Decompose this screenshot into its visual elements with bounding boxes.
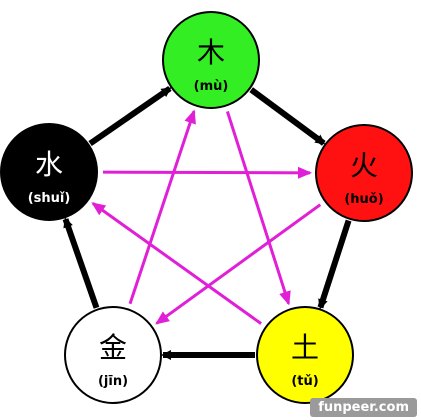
element-circle-water: [0, 123, 98, 221]
element-nodes: 木 (mù) 火 (huǒ) 土 (tǔ) 金 (jīn) 水 (shuǐ): [0, 11, 413, 404]
element-circle-fire: [315, 124, 413, 222]
element-node-water: 水 (shuǐ): [0, 123, 98, 221]
element-node-metal: 金 (jīn): [64, 306, 162, 404]
element-character-wood: 木: [197, 36, 225, 69]
element-pinyin-fire: (huǒ): [344, 192, 383, 207]
element-character-metal: 金: [99, 331, 127, 364]
generating-arrow-wood-fire: [249, 87, 326, 146]
overcoming-arrow-water-fire: [102, 166, 313, 179]
element-character-earth: 土: [291, 331, 319, 364]
overcoming-arrow-wood-earth: [225, 110, 291, 306]
element-pinyin-earth: (tǔ): [291, 374, 318, 389]
element-pinyin-water: (shuǐ): [28, 191, 71, 206]
watermark: funpeer.com: [310, 398, 417, 417]
overcoming-arrow-fire-metal: [155, 203, 322, 325]
element-character-water: 水: [35, 148, 63, 181]
overcoming-arrow-earth-water: [91, 202, 262, 325]
generating-arrow-water-wood: [88, 85, 172, 147]
element-node-fire: 火 (huǒ): [315, 124, 413, 222]
overcoming-arrow-metal-wood: [128, 109, 196, 305]
element-circle-wood: [162, 11, 260, 109]
element-node-earth: 土 (tǔ): [256, 306, 354, 404]
element-circle-metal: [64, 306, 162, 404]
element-node-wood: 木 (mù): [162, 11, 260, 109]
element-pinyin-wood: (mù): [194, 79, 229, 94]
generating-cycle: [62, 85, 352, 360]
element-pinyin-metal: (jīn): [98, 374, 128, 389]
generating-arrow-fire-earth: [317, 219, 352, 310]
generating-arrow-metal-water: [62, 217, 100, 309]
element-circle-earth: [256, 306, 354, 404]
element-character-fire: 火: [350, 149, 378, 182]
overcoming-cycle: [91, 109, 322, 325]
